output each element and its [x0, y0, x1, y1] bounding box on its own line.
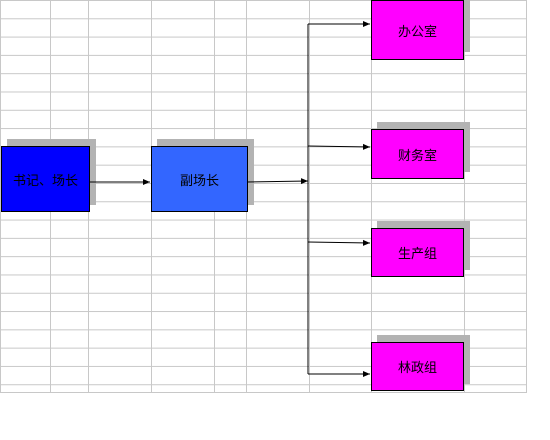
arrow-to-production [307, 239, 371, 246]
arrow-deputy-to-trunk [246, 178, 309, 185]
forestry-box: 林政组 [371, 342, 464, 391]
finance-box: 财务室 [371, 129, 464, 179]
office-box: 办公室 [371, 0, 464, 60]
finance-label: 财务室 [397, 148, 437, 164]
office-label: 办公室 [397, 24, 437, 40]
deputy-label: 副场长 [179, 173, 219, 189]
production-label: 生产组 [397, 247, 437, 262]
spreadsheet-grid [0, 0, 527, 393]
deputy-box: 副场长 [151, 146, 248, 212]
production-box: 生产组 [371, 228, 464, 277]
arrow-to-finance [307, 143, 371, 150]
secretary-label: 书记、场长 [12, 173, 78, 189]
forestry-label: 林政组 [397, 361, 437, 376]
secretary-box: 书记、场长 [1, 146, 90, 212]
